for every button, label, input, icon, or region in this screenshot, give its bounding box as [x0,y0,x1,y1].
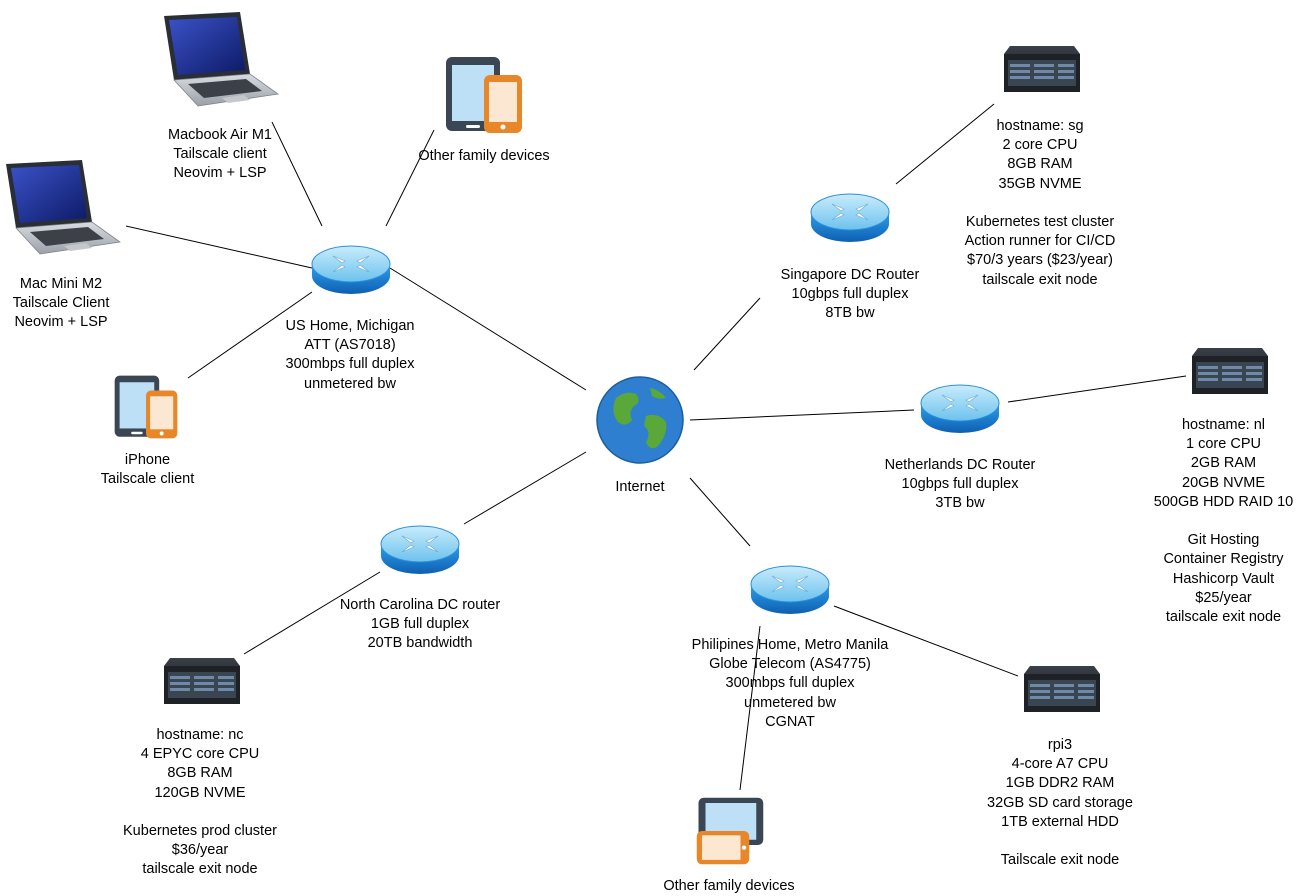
connection-line [693,297,761,371]
router-icon [311,244,391,296]
tablet-phone-icon [112,374,180,440]
connection-line [385,129,435,227]
mac-mini-label: Mac Mini M2 Tailscale Client Neovim + LS… [12,276,110,331]
macbook-label: Macbook Air M1 Tailscale client Neovim +… [168,127,272,182]
connection-line [1007,375,1187,403]
server-icon [1188,346,1270,398]
connection-line [243,571,381,655]
server-icon [160,656,240,706]
router-icon [810,192,890,244]
family-us-label: Other family devices [418,148,550,164]
iphone-label: iPhone Tailscale client [100,452,195,488]
laptop-icon [0,160,122,256]
connection-line [187,291,313,379]
router-icon [750,564,830,616]
tablet-phone-icon [695,796,765,866]
connection-line [739,625,761,791]
server-icon [1020,664,1100,714]
us-home-router-label: US Home, Michigan ATT (AS7018) 300mbps f… [285,318,415,392]
sg-server-label: hostname: sg 2 core CPU 8GB RAM 35GB NVM… [964,118,1116,288]
connection-line [463,451,587,525]
connection-line [895,103,995,185]
rpi3-label: rpi3 4-core A7 CPU 1GB DDR2 RAM 32GB SD … [987,737,1133,869]
internet-label: Internet [615,479,665,495]
connection-line [125,225,313,269]
globe-icon [596,376,684,464]
family-ph-label: Other family devices [663,878,795,894]
router-icon [380,524,460,576]
connection-line [689,409,915,421]
connection-line [271,121,323,227]
connection-line [689,477,751,547]
nc-router-label: North Carolina DC router 1GB full duplex… [339,597,501,652]
laptop-icon [158,12,280,108]
nc-server-label: hostname: nc 4 EPYC core CPU 8GB RAM 120… [123,727,277,878]
tablet-phone-icon [444,55,524,135]
nl-router-label: Netherlands DC Router 10gbps full duplex… [884,457,1036,512]
server-icon [1000,44,1082,96]
ph-router-label: Philipines Home, Metro Manila Globe Tele… [691,637,889,730]
router-icon [920,383,1000,435]
nl-server-label: hostname: nl 1 core CPU 2GB RAM 20GB NVM… [1153,417,1294,626]
connection-line [833,605,1019,677]
sg-router-label: Singapore DC Router 10gbps full duplex 8… [780,267,920,322]
connection-line [389,267,587,391]
